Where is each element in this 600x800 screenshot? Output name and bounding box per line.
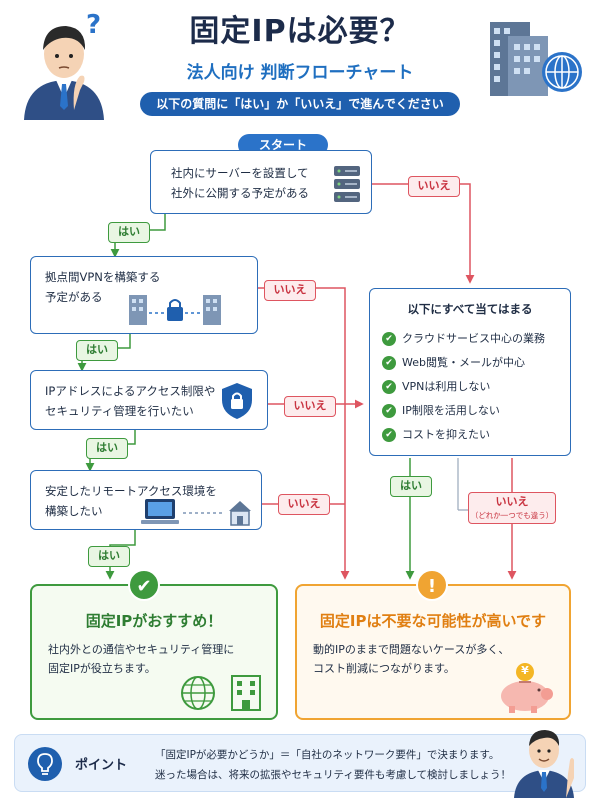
- check-icon: ✔: [382, 404, 396, 418]
- no-label: いいえ: [284, 396, 336, 417]
- yes-label: はい: [76, 340, 118, 361]
- globe-building-icon: [181, 675, 261, 711]
- yes-label: はい: [86, 438, 128, 459]
- yes-label: はい: [88, 546, 130, 567]
- condition-item: ✔コストを抑えたい: [382, 425, 490, 445]
- warning-circle-icon: !: [416, 569, 448, 601]
- point-label: ポイント: [75, 758, 128, 773]
- instruction-banner: 以下の質問に「はい」か「いいえ」で進んでください: [140, 92, 460, 116]
- result-title: 固定IPは不要な可能性が高いです: [319, 612, 547, 630]
- result-not-needed: 固定IPは不要な可能性が高いです 動的IPのままで問題ないケースが多く、 コスト…: [295, 584, 571, 720]
- yes-label: はい: [390, 476, 432, 497]
- thinking-businessman-icon: [24, 26, 104, 120]
- point-box: ポイント 「固定IPが必要かどうか」＝「自社のネットワーク要件」で決まります。 …: [14, 734, 586, 792]
- result-recommended: 固定IPがおすすめ！ 社内外との通信やセキュリティ管理に 固定IPが役立ちます。: [30, 584, 278, 720]
- page-subtitle: 法人向け 判断フローチャート: [186, 63, 414, 83]
- office-building-globe-icon: [490, 22, 582, 96]
- lightbulb-icon: [28, 747, 62, 781]
- no-label: いいえ: [278, 494, 330, 515]
- no-label: いいえ: [264, 280, 316, 301]
- condition-item: ✔クラウドサービス中心の業務: [382, 329, 545, 349]
- piggy-bank-icon: [501, 663, 553, 713]
- check-icon: ✔: [382, 428, 396, 442]
- security-shield-lock-icon: [222, 383, 252, 419]
- laptop-home-icon: [141, 499, 251, 526]
- question-text: IPアドレスによるアクセス制限や セキュリティ管理を行いたい: [45, 384, 216, 418]
- condition-item: ✔IP制限を活用しない: [382, 401, 500, 421]
- page-title: 固定IPは必要？: [189, 14, 411, 49]
- question-text: 安定したリモートアクセス環境を 構築したい: [45, 484, 217, 518]
- question-text: 拠点間VPNを構築する 予定がある: [45, 270, 161, 304]
- result-title: 固定IPがおすすめ！: [85, 612, 223, 630]
- check-circle-icon: ✔: [128, 569, 160, 601]
- result-body: 動的IPのままで問題ないケースが多く、 コスト削減につながります。: [313, 643, 510, 675]
- question-remote-access: 安定したリモートアクセス環境を 構築したい: [30, 470, 262, 530]
- condition-item: ✔Web閲覧・メールが中心: [382, 353, 525, 373]
- point-line-2: 迷った場合は、将来の拡張やセキュリティ要件も考慮して検討しましょう！: [155, 769, 512, 781]
- conditions-title: 以下にすべて当てはまる: [407, 302, 533, 316]
- no-label: いいえ: [408, 176, 460, 197]
- server-icon: [334, 166, 360, 202]
- pointing-businessman-icon: [514, 730, 574, 798]
- yen-coin-icon: ¥: [521, 664, 529, 677]
- question-text: 社内にサーバーを設置して 社外に公開する予定がある: [171, 166, 309, 200]
- result-body: 社内外との通信やセキュリティ管理に 固定IPが役立ちます。: [48, 643, 235, 675]
- condition-item: ✔VPNは利用しない: [382, 377, 490, 397]
- check-icon: ✔: [382, 332, 396, 346]
- conditions-panel: 以下にすべて当てはまる ✔クラウドサービス中心の業務 ✔Web閲覧・メールが中心…: [369, 288, 571, 456]
- question-site-vpn: 拠点間VPNを構築する 予定がある: [30, 256, 258, 334]
- point-line-1: 「固定IPが必要かどうか」＝「自社のネットワーク要件」で決まります。: [155, 749, 500, 761]
- question-mark-icon: ?: [86, 10, 102, 40]
- question-server-public: 社内にサーバーを設置して 社外に公開する予定がある: [150, 150, 372, 214]
- check-icon: ✔: [382, 380, 396, 394]
- no-label-any: いいえ （どれか一つでも違う）: [468, 492, 556, 524]
- check-icon: ✔: [382, 356, 396, 370]
- yes-label: はい: [108, 222, 150, 243]
- question-ip-restriction: IPアドレスによるアクセス制限や セキュリティ管理を行いたい: [30, 370, 268, 430]
- vpn-buildings-lock-icon: [129, 295, 221, 325]
